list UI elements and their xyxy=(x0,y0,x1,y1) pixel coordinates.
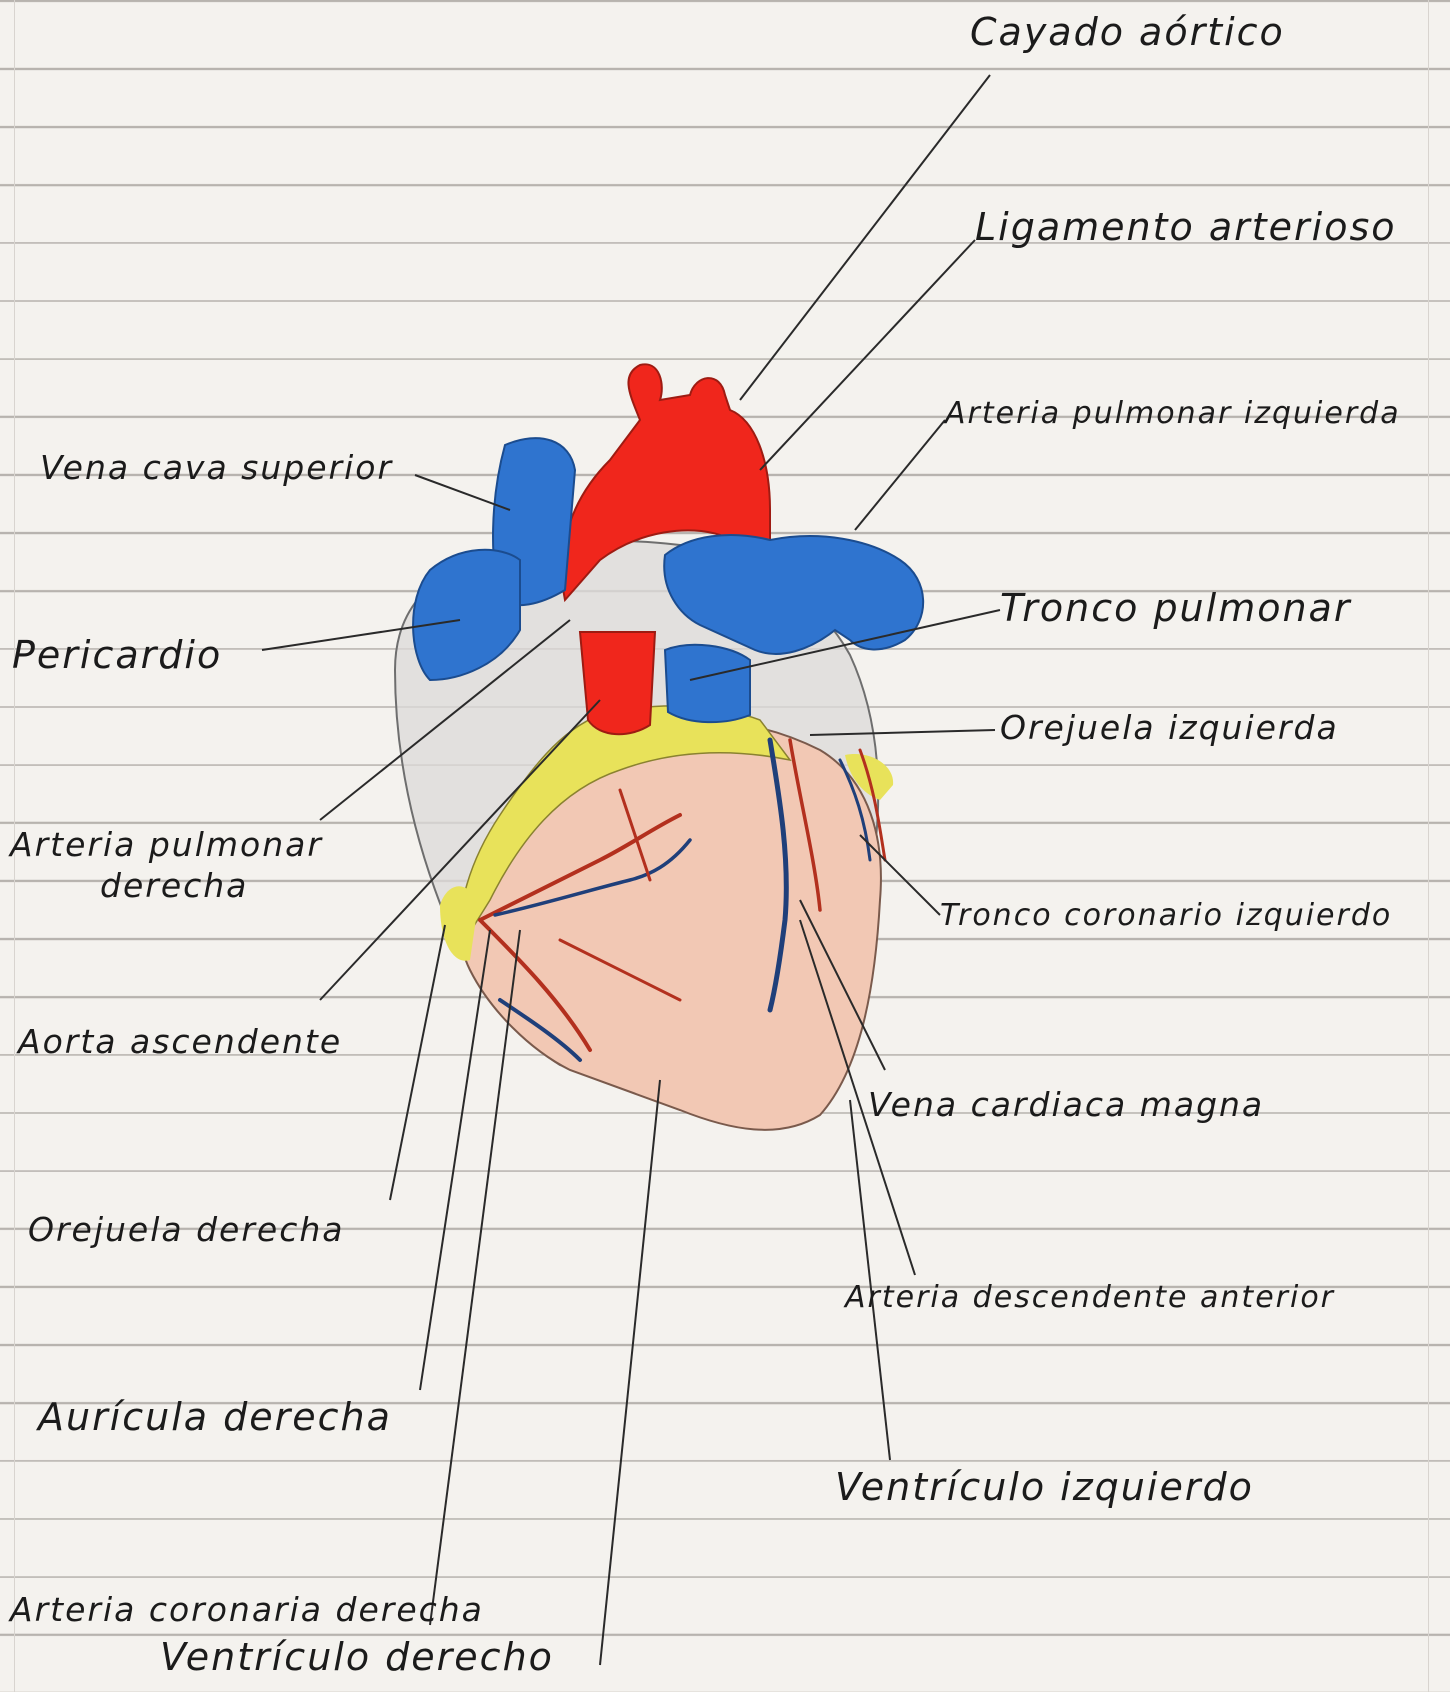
label-orejuela-izquierda: Orejuela izquierda xyxy=(1000,708,1339,747)
label-aorta-ascendente: Aorta ascendente xyxy=(18,1022,342,1061)
label-pericardio: Pericardio xyxy=(12,633,222,677)
ascending-aorta xyxy=(580,632,655,734)
label-vena-cava-superior: Vena cava superior xyxy=(40,448,393,487)
label-arteria-pulmonar-izquierda: Arteria pulmonar izquierda xyxy=(945,396,1401,431)
label-arteria-pulmonar-derecha-line1: Arteria pulmonar xyxy=(10,825,323,864)
label-vena-cardiaca-magna: Vena cardiaca magna xyxy=(868,1085,1264,1124)
leader-ligamento-arterioso xyxy=(760,240,975,470)
label-tronco-coronario-izquierdo: Tronco coronario izquierdo xyxy=(940,898,1392,933)
leader-arteria-pulmonar-izquierda xyxy=(855,420,945,530)
label-arteria-coronaria-derecha: Arteria coronaria derecha xyxy=(10,1590,484,1629)
label-auricula-derecha: Aurícula derecha xyxy=(38,1395,392,1439)
label-cayado-aortico: Cayado aórtico xyxy=(970,10,1285,54)
label-arteria-pulmonar-derecha-line2: derecha xyxy=(100,866,248,905)
label-tronco-pulmonar: Tronco pulmonar xyxy=(1000,586,1351,630)
leader-cayado-aortico xyxy=(740,75,990,400)
label-ventriculo-izquierdo: Ventrículo izquierdo xyxy=(835,1465,1254,1509)
label-orejuela-derecha: Orejuela derecha xyxy=(28,1210,345,1249)
pulmonary-trunk-vessel xyxy=(665,645,750,722)
label-ventriculo-derecho: Ventrículo derecho xyxy=(160,1635,554,1679)
leader-ventriculo-derecho xyxy=(600,1080,660,1665)
label-ligamento-arterioso: Ligamento arterioso xyxy=(975,205,1397,249)
label-arteria-descendente-anterior: Arteria descendente anterior xyxy=(845,1280,1335,1315)
leader-orejuela-derecha xyxy=(390,925,445,1200)
